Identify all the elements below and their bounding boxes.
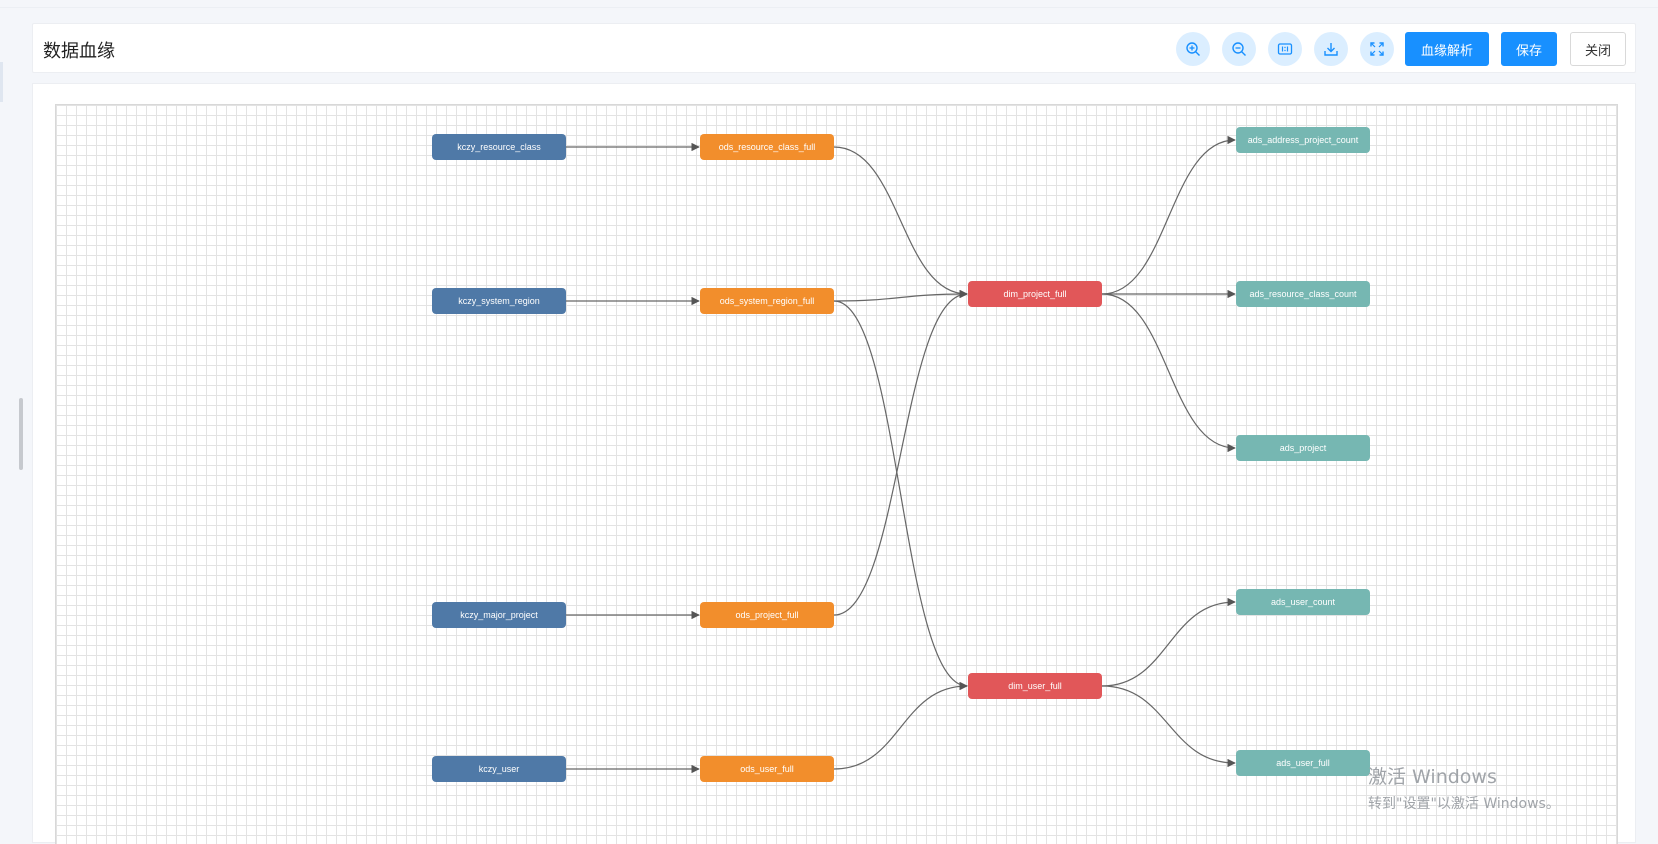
edge-ods_system_region_full-to-dim_user_full [833,300,968,691]
edge-ods_project_full-to-dim_project_full [833,289,968,616]
node-ads-resource-class-count[interactable]: ads_resource_class_count [1236,281,1370,307]
edge-dim_project_full-to-ads_project [1101,293,1236,453]
edge-ods_resource_class_full-to-dim_project_full [833,146,968,299]
node-ods-project-full[interactable]: ods_project_full [700,602,834,628]
node-ods-user-full[interactable]: ods_user_full [700,756,834,782]
node-dim-project-full[interactable]: dim_project_full [968,281,1102,307]
zoom-out-icon [1232,42,1246,56]
fullscreen-button[interactable] [1360,32,1394,66]
node-ods-system-region-full[interactable]: ods_system_region_full [700,288,834,314]
lineage-canvas[interactable]: kczy_resource_class kczy_system_region k… [55,104,1618,844]
zoom-in-icon [1186,42,1200,56]
edge-dim_project_full-to-ads_address_project_count [1101,135,1236,295]
node-ads-user-count[interactable]: ads_user_count [1236,589,1370,615]
lineage-analyze-button[interactable]: 血缘解析 [1405,32,1489,66]
page-title: 数据血缘 [43,41,115,62]
windows-activation-watermark: 激活 Windows 转到"设置"以激活 Windows。 [1368,762,1560,813]
watermark-title: 激活 Windows [1368,766,1497,788]
header-bar: 数据血缘 [32,23,1636,73]
actual-size-button[interactable] [1268,32,1302,66]
graph-panel: kczy_resource_class kczy_system_region k… [32,83,1636,844]
zoom-out-button[interactable] [1222,32,1256,66]
node-kczy-resource-class[interactable]: kczy_resource_class [432,134,566,160]
left-edge-tab [0,62,3,102]
download-button[interactable] [1314,32,1348,66]
top-strip [0,0,1658,8]
zoom-in-button[interactable] [1176,32,1210,66]
close-button[interactable]: 关闭 [1570,32,1626,66]
actual-size-icon [1277,43,1293,55]
node-kczy-system-region[interactable]: kczy_system_region [432,288,566,314]
lineage-edges [566,135,1236,774]
edge-ods_user_full-to-dim_user_full [833,681,968,770]
fullscreen-icon [1370,42,1384,56]
edge-dim_user_full-to-ads_user_count [1101,597,1236,687]
download-icon [1324,43,1338,56]
node-kczy-major-project[interactable]: kczy_major_project [432,602,566,628]
node-ads-project[interactable]: ads_project [1236,435,1370,461]
node-kczy-user[interactable]: kczy_user [432,756,566,782]
node-ods-resource-class-full[interactable]: ods_resource_class_full [700,134,834,160]
watermark-subtitle: 转到"设置"以激活 Windows。 [1368,796,1560,812]
save-button[interactable]: 保存 [1501,32,1557,66]
node-ads-user-full[interactable]: ads_user_full [1236,750,1370,776]
node-ads-address-project-count[interactable]: ads_address_project_count [1236,127,1370,153]
sidebar-resize-handle[interactable] [19,398,23,470]
edge-ods_system_region_full-to-dim_project_full [833,289,968,302]
edge-dim_user_full-to-ads_user_full [1101,685,1236,768]
node-dim-user-full[interactable]: dim_user_full [968,673,1102,699]
